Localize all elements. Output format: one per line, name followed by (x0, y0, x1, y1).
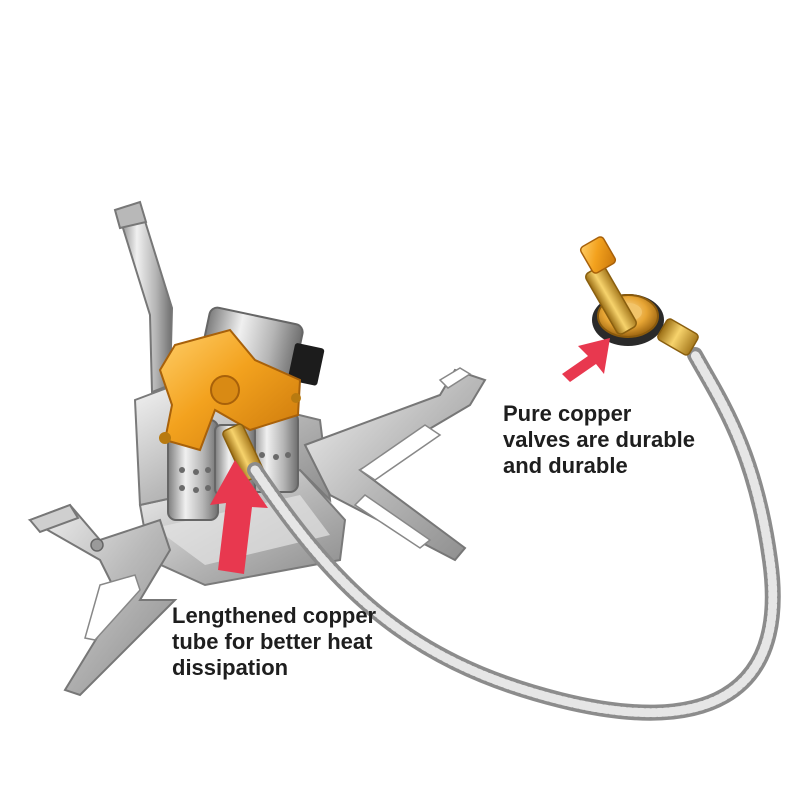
arrow-to-valve (562, 338, 610, 382)
callout-line: Pure copper (503, 401, 632, 426)
pot-support-arm (113, 200, 174, 394)
valve-callout-text: Pure copper valves are durable and durab… (503, 401, 695, 479)
pot-support-arm (27, 503, 178, 697)
pot-support-arm (303, 367, 487, 562)
arrow-to-tube (210, 460, 268, 574)
callout-line: and durable (503, 453, 628, 478)
callout-line: dissipation (172, 655, 289, 680)
callout-line: Lengthened copper (172, 603, 377, 628)
callout-line: tube for better heat (172, 629, 373, 654)
callout-line: valves are durable (503, 427, 696, 452)
copper-valve (579, 236, 699, 356)
stove-body (27, 200, 487, 697)
tube-callout-text: Lengthened copper tube for better heat d… (172, 603, 376, 681)
